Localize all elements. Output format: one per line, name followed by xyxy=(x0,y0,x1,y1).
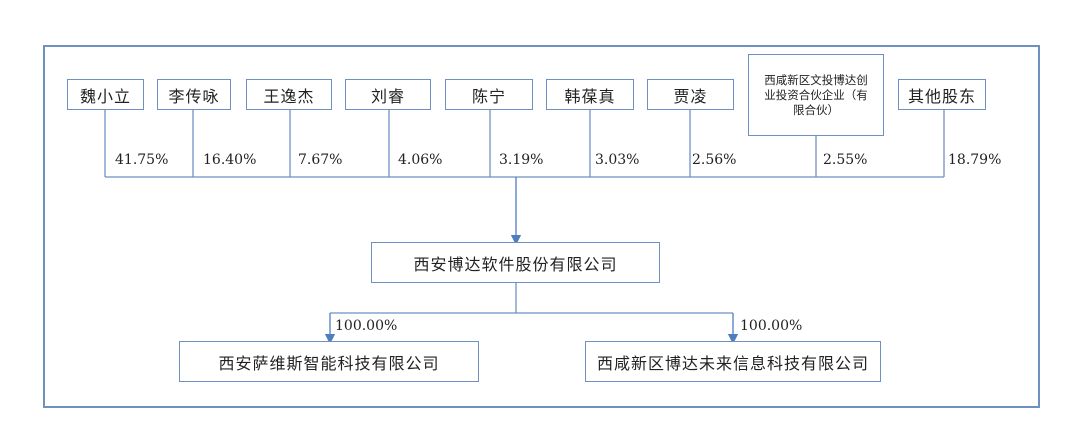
share-pct-wangyijie: 7.67% xyxy=(298,152,343,168)
company-box-boda-software: 西安博达软件股份有限公司 xyxy=(371,242,660,283)
share-pct-chenning: 3.19% xyxy=(499,152,544,168)
shareholder-box-wangyijie: 王逸杰 xyxy=(246,79,332,110)
diagram-frame xyxy=(43,45,1040,408)
shareholder-box-liurui: 刘睿 xyxy=(345,79,431,110)
subsidiary-pct-saweisi: 100.00% xyxy=(335,318,398,334)
share-pct-hanbaozhen: 3.03% xyxy=(595,152,640,168)
share-pct-jialing: 2.56% xyxy=(692,152,737,168)
shareholder-box-others: 其他股东 xyxy=(898,79,986,110)
share-pct-lichuanyong: 16.40% xyxy=(203,152,257,168)
shareholder-box-chenning: 陈宁 xyxy=(445,79,533,110)
share-pct-weixiaoli: 41.75% xyxy=(115,152,169,168)
share-pct-xixian-partnership: 2.55% xyxy=(823,152,868,168)
subsidiary-box-boda-future: 西咸新区博达未来信息科技有限公司 xyxy=(585,341,881,382)
shareholder-box-xixian-partnership: 西咸新区文投博达创业投资合伙企业（有限合伙） xyxy=(748,54,884,136)
shareholder-box-lichuanyong: 李传咏 xyxy=(157,79,231,110)
shareholder-box-weixiaoli: 魏小立 xyxy=(67,79,144,110)
share-pct-liurui: 4.06% xyxy=(398,152,443,168)
subsidiary-pct-boda-future: 100.00% xyxy=(740,318,803,334)
shareholder-box-jialing: 贾凌 xyxy=(647,79,734,110)
share-pct-others: 18.79% xyxy=(948,152,1002,168)
shareholder-box-hanbaozhen: 韩葆真 xyxy=(546,79,634,110)
subsidiary-box-saweisi: 西安萨维斯智能科技有限公司 xyxy=(179,341,479,382)
